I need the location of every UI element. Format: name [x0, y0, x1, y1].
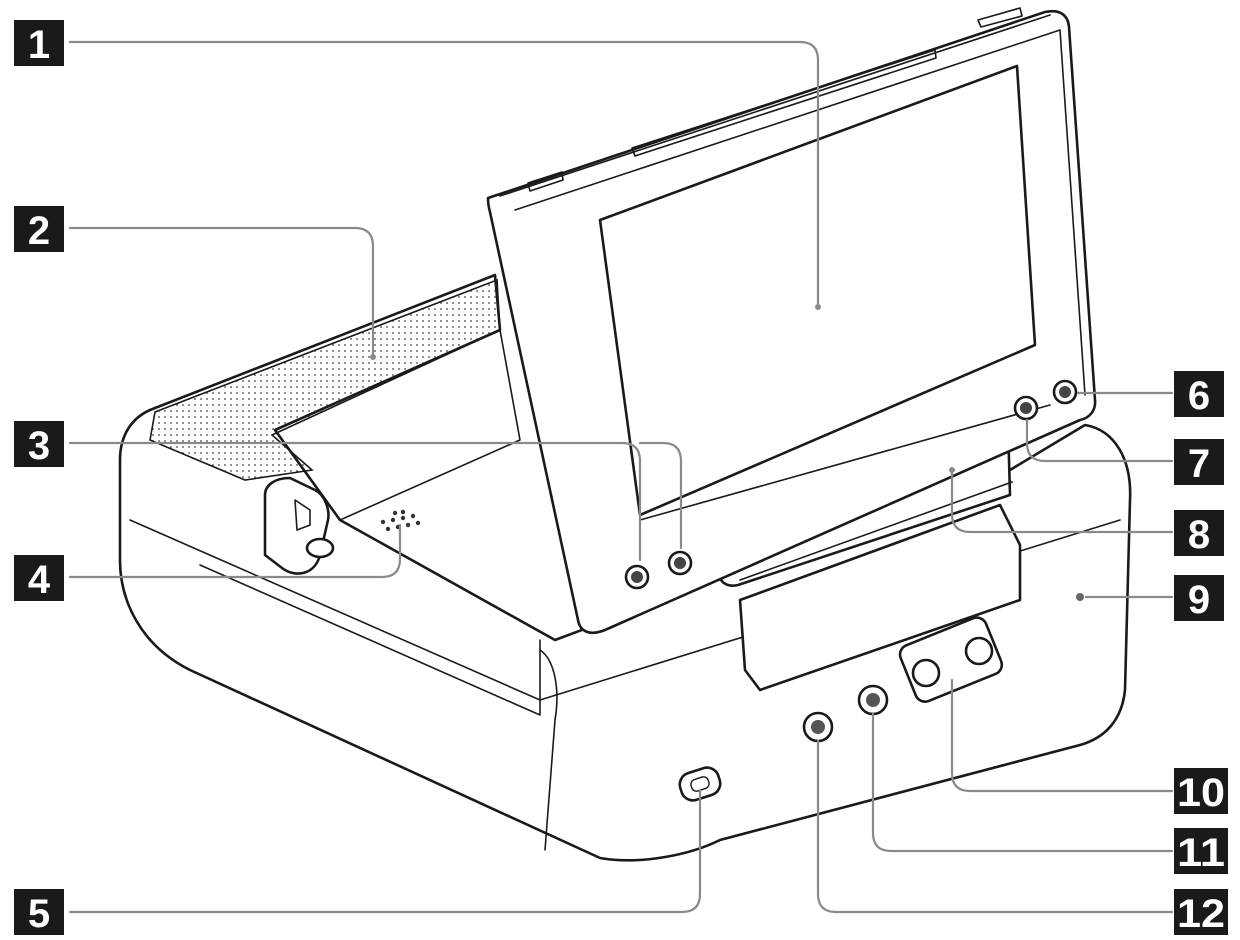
- leader-8: [950, 470, 1174, 534]
- svg-text:8: 8: [1188, 513, 1210, 557]
- jack-left: [911, 658, 941, 688]
- callout-8: 8: [1174, 510, 1224, 557]
- leader-10: [950, 678, 1174, 793]
- indicator-light: [1076, 593, 1084, 601]
- leader-7: [1025, 418, 1174, 463]
- svg-text:2: 2: [28, 209, 50, 253]
- callout-1: 1: [14, 20, 64, 67]
- leader-2: [68, 226, 375, 357]
- callout-5: 5: [14, 889, 64, 936]
- leader-1: [68, 40, 820, 307]
- svg-text:3: 3: [28, 424, 50, 468]
- power-switch: [678, 766, 722, 802]
- svg-text:6: 6: [1188, 374, 1210, 418]
- svg-text:10: 10: [1177, 771, 1225, 815]
- leader-lines: [68, 40, 1174, 914]
- svg-text:1: 1: [28, 23, 50, 67]
- jack-right: [964, 636, 994, 666]
- leader-3: [68, 441, 683, 562]
- svg-text:7: 7: [1188, 442, 1210, 486]
- callout-7: 7: [1174, 439, 1224, 486]
- callout-11: 11: [1174, 828, 1228, 875]
- callout-12: 12: [1174, 889, 1228, 936]
- leader-12: [816, 739, 1174, 914]
- leader-11: [871, 712, 1174, 853]
- callout-4: 4: [14, 555, 64, 602]
- svg-text:9: 9: [1188, 578, 1210, 622]
- svg-text:4: 4: [28, 558, 51, 602]
- callout-6: 6: [1174, 371, 1224, 418]
- callout-2: 2: [14, 206, 64, 253]
- callout-9: 9: [1174, 575, 1224, 622]
- speaker-grille: [149, 278, 501, 481]
- leader-4: [68, 523, 402, 579]
- svg-text:12: 12: [1177, 892, 1225, 936]
- callout-3: 3: [14, 421, 64, 468]
- leader-5: [68, 788, 702, 914]
- callout-10: 10: [1174, 768, 1228, 815]
- remote-sensor: [380, 509, 421, 532]
- svg-text:5: 5: [28, 892, 50, 936]
- svg-text:11: 11: [1177, 831, 1225, 875]
